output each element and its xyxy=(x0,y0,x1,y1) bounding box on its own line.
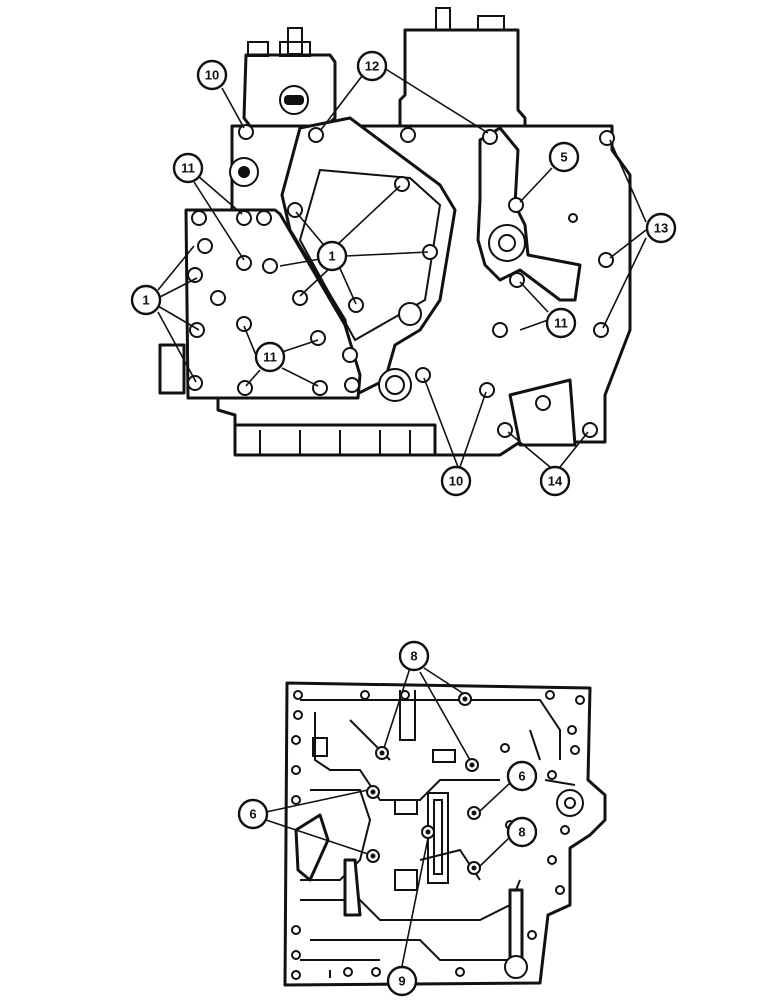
callout-11-lower: 11 xyxy=(254,341,286,373)
leaders-lower xyxy=(265,667,511,967)
callout-11-topleft: 11 xyxy=(172,152,204,184)
bolt xyxy=(593,322,609,338)
plate-arm xyxy=(294,813,330,882)
plate-window xyxy=(394,799,418,815)
right-plug xyxy=(568,213,578,223)
callout-12: 12 xyxy=(356,50,388,82)
callout-11-right: 11 xyxy=(545,307,577,339)
plate-slot-inner xyxy=(433,799,443,875)
svg-text:13: 13 xyxy=(654,221,668,236)
svg-text:11: 11 xyxy=(554,316,568,331)
bolt xyxy=(479,382,495,398)
bolt xyxy=(287,202,303,218)
svg-text:6: 6 xyxy=(249,807,256,822)
bolt xyxy=(598,252,614,268)
callout-9: 9 xyxy=(386,965,418,997)
right-solenoid-block xyxy=(398,28,527,128)
right-bracket-hole xyxy=(535,395,551,411)
svg-text:12: 12 xyxy=(365,59,379,74)
callout-10-top: 10 xyxy=(196,59,228,91)
bolt xyxy=(187,375,203,391)
callout-10-bottom: 10 xyxy=(440,465,472,497)
bolt xyxy=(236,316,252,332)
solenoid-cap xyxy=(247,41,269,57)
bolt xyxy=(342,347,358,363)
callout-13: 13 xyxy=(645,212,677,244)
svg-text:1: 1 xyxy=(142,293,149,308)
bolt xyxy=(256,210,272,226)
bottom-flange xyxy=(233,423,437,457)
right-solenoid-cap xyxy=(477,15,505,31)
svg-text:8: 8 xyxy=(518,825,525,840)
callout-1-left: 1 xyxy=(130,284,162,316)
plate-bottom-disc xyxy=(504,955,528,979)
filter-port-inner xyxy=(385,375,405,395)
bolt xyxy=(492,322,508,338)
callouts: 10 12 5 11 13 1 1 11 11 10 14 xyxy=(130,50,677,997)
leaders-upper xyxy=(157,67,647,468)
lever-pivot-inner xyxy=(498,234,516,252)
bolt xyxy=(210,290,226,306)
bolt xyxy=(238,124,254,140)
plate-window-3 xyxy=(312,737,328,757)
svg-text:8: 8 xyxy=(410,649,417,664)
callout-6-left: 6 xyxy=(237,798,269,830)
svg-text:11: 11 xyxy=(181,161,195,176)
svg-text:6: 6 xyxy=(518,769,525,784)
detent-plate-inner xyxy=(298,168,442,342)
callout-6-right: 6 xyxy=(506,760,538,792)
svg-text:10: 10 xyxy=(449,474,463,489)
left-port-inner xyxy=(238,166,250,178)
svg-text:5: 5 xyxy=(560,150,567,165)
bolt xyxy=(400,127,416,143)
solenoid-terminal-base xyxy=(279,41,311,57)
bolt xyxy=(187,267,203,283)
bolt xyxy=(348,297,364,313)
bolt xyxy=(237,380,253,396)
bottom-flange-ribs xyxy=(259,430,411,455)
plate-large-hole-inner xyxy=(564,797,576,809)
callout-1-center: 1 xyxy=(316,240,348,272)
lower-separator-plate xyxy=(265,667,607,987)
callout-8-right: 8 xyxy=(506,816,538,848)
right-bracket xyxy=(508,378,577,447)
bolt xyxy=(292,290,308,306)
plate-edge-holes xyxy=(291,690,585,980)
callout-14: 14 xyxy=(539,465,571,497)
callout-5: 5 xyxy=(548,141,580,173)
svg-text:10: 10 xyxy=(205,68,219,83)
upper-port xyxy=(398,302,422,326)
svg-text:14: 14 xyxy=(548,474,563,489)
plate-hook xyxy=(343,858,362,917)
bolt xyxy=(310,330,326,346)
bolt xyxy=(262,258,278,274)
screen-locations xyxy=(366,692,481,875)
bolt xyxy=(308,127,324,143)
bolt xyxy=(312,380,328,396)
plate-window-2 xyxy=(394,869,418,891)
bolt xyxy=(236,255,252,271)
plate-outline xyxy=(283,681,607,987)
svg-text:9: 9 xyxy=(398,974,405,989)
svg-text:11: 11 xyxy=(263,350,277,365)
bolt xyxy=(497,422,513,438)
bolt xyxy=(236,210,252,226)
bolt xyxy=(197,238,213,254)
callout-8-top: 8 xyxy=(398,640,430,672)
solenoid-connector-slot xyxy=(284,95,304,105)
right-solenoid-terminal xyxy=(435,7,451,31)
svg-text:1: 1 xyxy=(328,249,335,264)
bolt xyxy=(344,377,360,393)
bolt xyxy=(191,210,207,226)
upper-valve-assembly xyxy=(157,7,647,468)
bolt xyxy=(415,367,431,383)
plate-channels xyxy=(300,690,576,978)
bolt xyxy=(482,129,498,145)
plate-window-4 xyxy=(432,749,456,763)
